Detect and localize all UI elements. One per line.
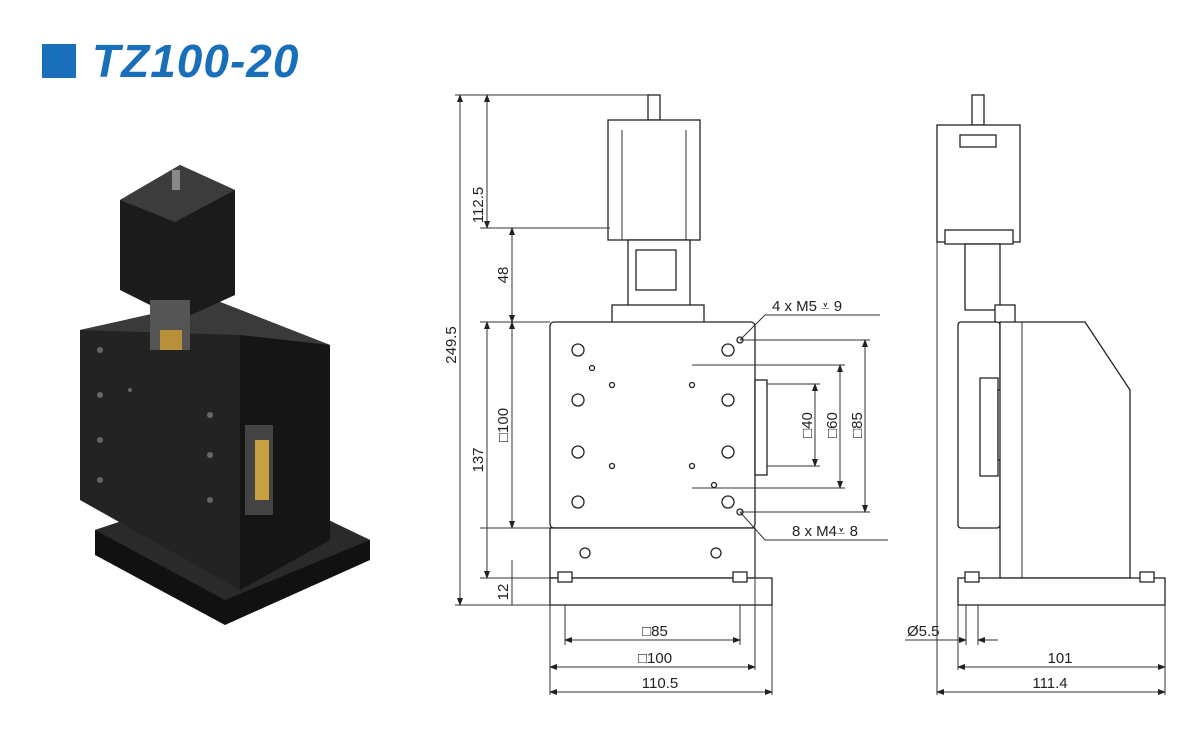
- dim-lower-height: 137: [470, 447, 487, 472]
- dim-square-60: □60: [824, 412, 841, 438]
- dim-overall-depth: 111.4: [1032, 675, 1067, 692]
- dim-hole-diameter: Ø5.5: [907, 623, 940, 640]
- side-view: Ø5.5 101 111.4: [905, 94, 1166, 695]
- product-render: [80, 165, 370, 625]
- dim-plate-width: □100: [638, 650, 672, 667]
- dim-base-thickness: 12: [495, 584, 512, 601]
- product-title: TZ100-20: [42, 34, 299, 88]
- title-bullet-icon: [42, 44, 76, 78]
- callout-m4-holes: 8 x M4⩡ 8: [792, 523, 858, 540]
- dim-overall-width: 110.5: [642, 675, 678, 692]
- dim-square-85: □85: [849, 412, 866, 438]
- dim-square-40: □40: [799, 412, 816, 438]
- dim-total-height: 249.5: [443, 326, 460, 364]
- callout-m5-holes: 4 x M5 ⩡ 9: [772, 298, 842, 315]
- dim-hole-spacing: □85: [642, 623, 668, 640]
- dim-plate-size: □100: [495, 408, 512, 442]
- product-model: TZ100-20: [92, 35, 300, 87]
- dim-motor-height: 112.5: [470, 187, 487, 223]
- front-view: □40 □60 □85 4 x M5 ⩡ 9 8 x M4⩡ 8 249.5 1…: [443, 94, 888, 695]
- dim-coupling-height: 48: [495, 267, 512, 284]
- dim-base-depth: 101: [1047, 650, 1072, 667]
